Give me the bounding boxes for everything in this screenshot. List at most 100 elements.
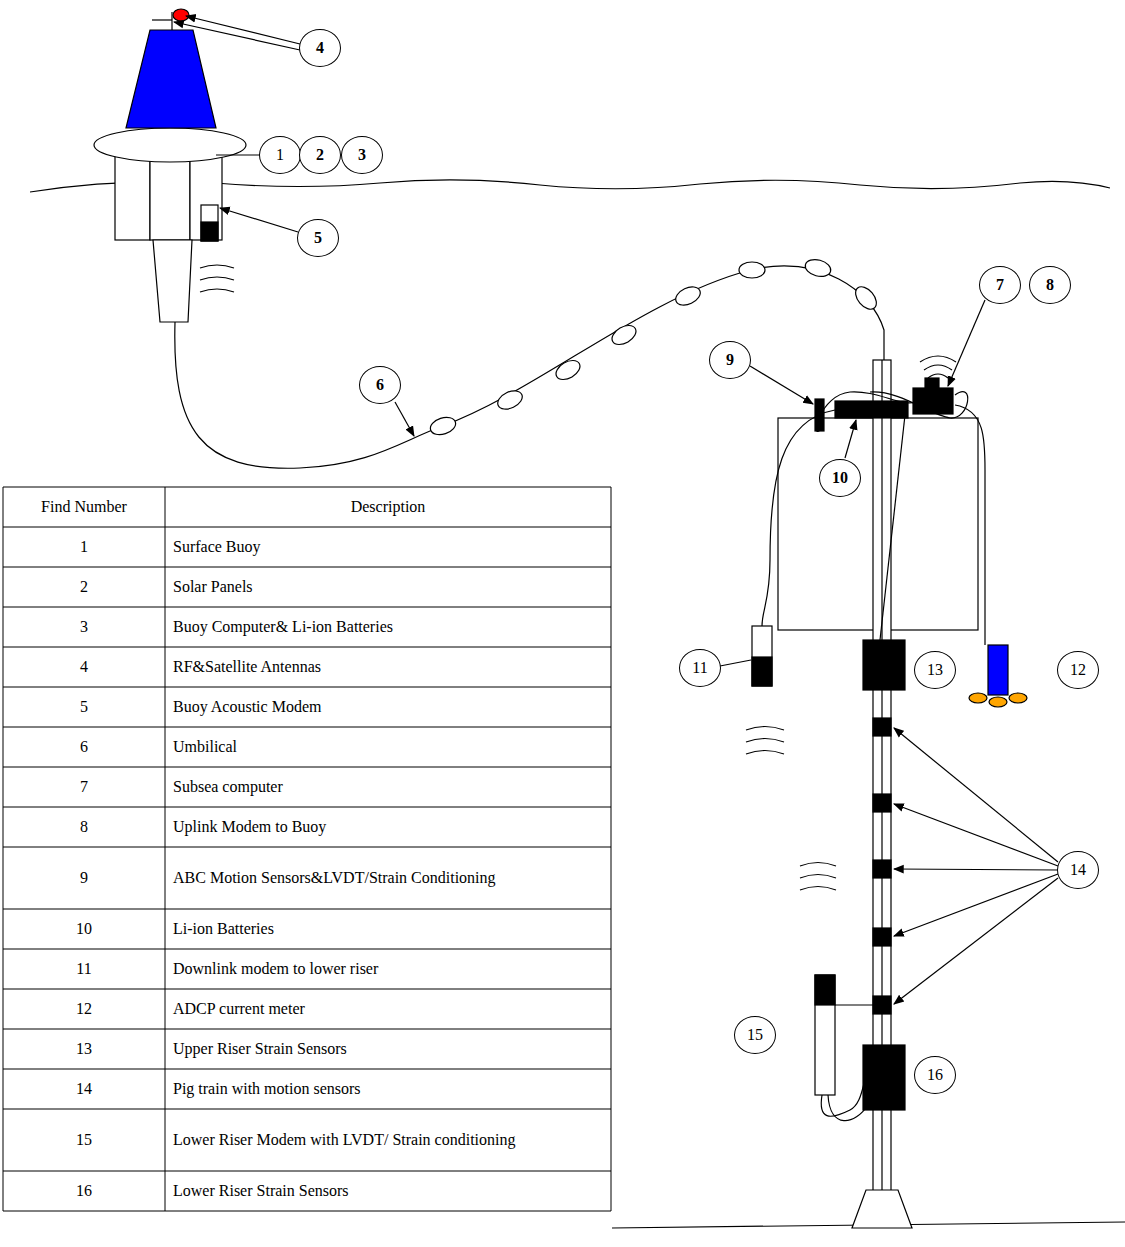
callout-circle: 14 (1057, 851, 1099, 889)
find-number: 11 (76, 959, 91, 978)
part-description: RF&Satellite Antennas (173, 657, 321, 676)
part-description: Buoy Acoustic Modem (173, 697, 321, 716)
table-rule (3, 949, 611, 950)
umbilical-floats (428, 257, 880, 438)
table-rule (3, 767, 611, 768)
table-rule (3, 607, 611, 608)
callout-number: 6 (376, 375, 384, 394)
table-cell: Uplink Modem to Buoy (165, 807, 611, 847)
part-description: Lower Riser Strain Sensors (173, 1181, 349, 1200)
find-number: 13 (76, 1039, 92, 1058)
table-rule (3, 807, 611, 808)
part-description: Description (351, 497, 426, 516)
table-cell: Lower Riser Strain Sensors (165, 1171, 611, 1211)
table-rule (165, 487, 166, 1211)
surface-buoy (94, 9, 246, 322)
table-rule (3, 487, 611, 488)
table-cell: ABC Motion Sensors&LVDT/Strain Condition… (165, 847, 611, 909)
table-rule (3, 1171, 611, 1172)
table-rule (3, 687, 611, 688)
callout-circle: 1 (259, 136, 301, 174)
table-header-cell: Description (165, 487, 611, 527)
leader-lines (174, 16, 1058, 1004)
find-number: 16 (76, 1181, 92, 1200)
callout-number: 16 (927, 1065, 943, 1084)
table-cell: Solar Panels (165, 567, 611, 607)
table-cell: Surface Buoy (165, 527, 611, 567)
table-cell: Upper Riser Strain Sensors (165, 1029, 611, 1069)
find-number: 1 (80, 537, 88, 556)
callout-circle: 15 (734, 1016, 776, 1054)
callout-circle: 5 (297, 219, 339, 257)
table-cell: Buoy Acoustic Modem (165, 687, 611, 727)
table-cell: 10 (3, 909, 165, 949)
table-cell: 9 (3, 847, 165, 909)
table-rule (611, 487, 612, 1211)
callout-circle: 8 (1029, 266, 1071, 304)
table-cell: 14 (3, 1069, 165, 1109)
table-rule (3, 1069, 611, 1070)
callout-number: 12 (1070, 660, 1086, 679)
table-rule (3, 647, 611, 648)
table-cell: Pig train with motion sensors (165, 1069, 611, 1109)
callout-circle: 16 (914, 1056, 956, 1094)
table-rule (3, 527, 611, 528)
table-rule (3, 487, 4, 1211)
callout-number: 9 (726, 350, 734, 369)
part-description: Solar Panels (173, 577, 253, 596)
table-cell: 15 (3, 1109, 165, 1171)
table-rule (3, 847, 611, 848)
part-description: Pig train with motion sensors (173, 1079, 361, 1098)
table-cell: Subsea computer (165, 767, 611, 807)
part-description: Uplink Modem to Buoy (173, 817, 326, 836)
table-cell: Buoy Computer& Li-ion Batteries (165, 607, 611, 647)
find-number: 5 (80, 697, 88, 716)
table-rule (3, 1211, 611, 1212)
find-number: 2 (80, 577, 88, 596)
table-cell: Lower Riser Modem with LVDT/ Strain cond… (165, 1109, 611, 1171)
part-description: Downlink modem to lower riser (173, 959, 378, 978)
callout-circle: 4 (299, 29, 341, 67)
find-number: 12 (76, 999, 92, 1018)
table-header-cell: Find Number (3, 487, 165, 527)
find-number: 15 (76, 1130, 92, 1149)
table-cell: 13 (3, 1029, 165, 1069)
part-description: Upper Riser Strain Sensors (173, 1039, 347, 1058)
callout-circle: 12 (1057, 651, 1099, 689)
table-cell: Umbilical (165, 727, 611, 767)
wires (762, 392, 985, 1121)
callout-circle: 11 (679, 649, 721, 687)
callout-number: 10 (832, 468, 848, 487)
part-description: Lower Riser Modem with LVDT/ Strain cond… (173, 1130, 515, 1149)
table-cell: 4 (3, 647, 165, 687)
table-cell: 7 (3, 767, 165, 807)
table-rule (3, 727, 611, 728)
callout-circle: 10 (819, 459, 861, 497)
callout-circle: 9 (709, 341, 751, 379)
table-rule (3, 567, 611, 568)
find-number: 4 (80, 657, 88, 676)
subsea-frame (752, 360, 1027, 1228)
table-cell: 2 (3, 567, 165, 607)
callout-number: 15 (747, 1025, 763, 1044)
callout-number: 14 (1070, 860, 1086, 879)
find-number: 9 (80, 868, 88, 887)
table-cell: 16 (3, 1171, 165, 1211)
table-cell: 11 (3, 949, 165, 989)
callout-number: 3 (358, 145, 366, 164)
find-number: 14 (76, 1079, 92, 1098)
part-description: Buoy Computer& Li-ion Batteries (173, 617, 393, 636)
part-description: Subsea computer (173, 777, 283, 796)
find-number: 10 (76, 919, 92, 938)
table-cell: 8 (3, 807, 165, 847)
part-description: Umbilical (173, 737, 237, 756)
table-cell: Li-ion Batteries (165, 909, 611, 949)
callout-number: 2 (316, 145, 324, 164)
table-cell: ADCP current meter (165, 989, 611, 1029)
table-rule (3, 909, 611, 910)
callout-circle: 7 (979, 266, 1021, 304)
callout-number: 1 (276, 145, 284, 164)
